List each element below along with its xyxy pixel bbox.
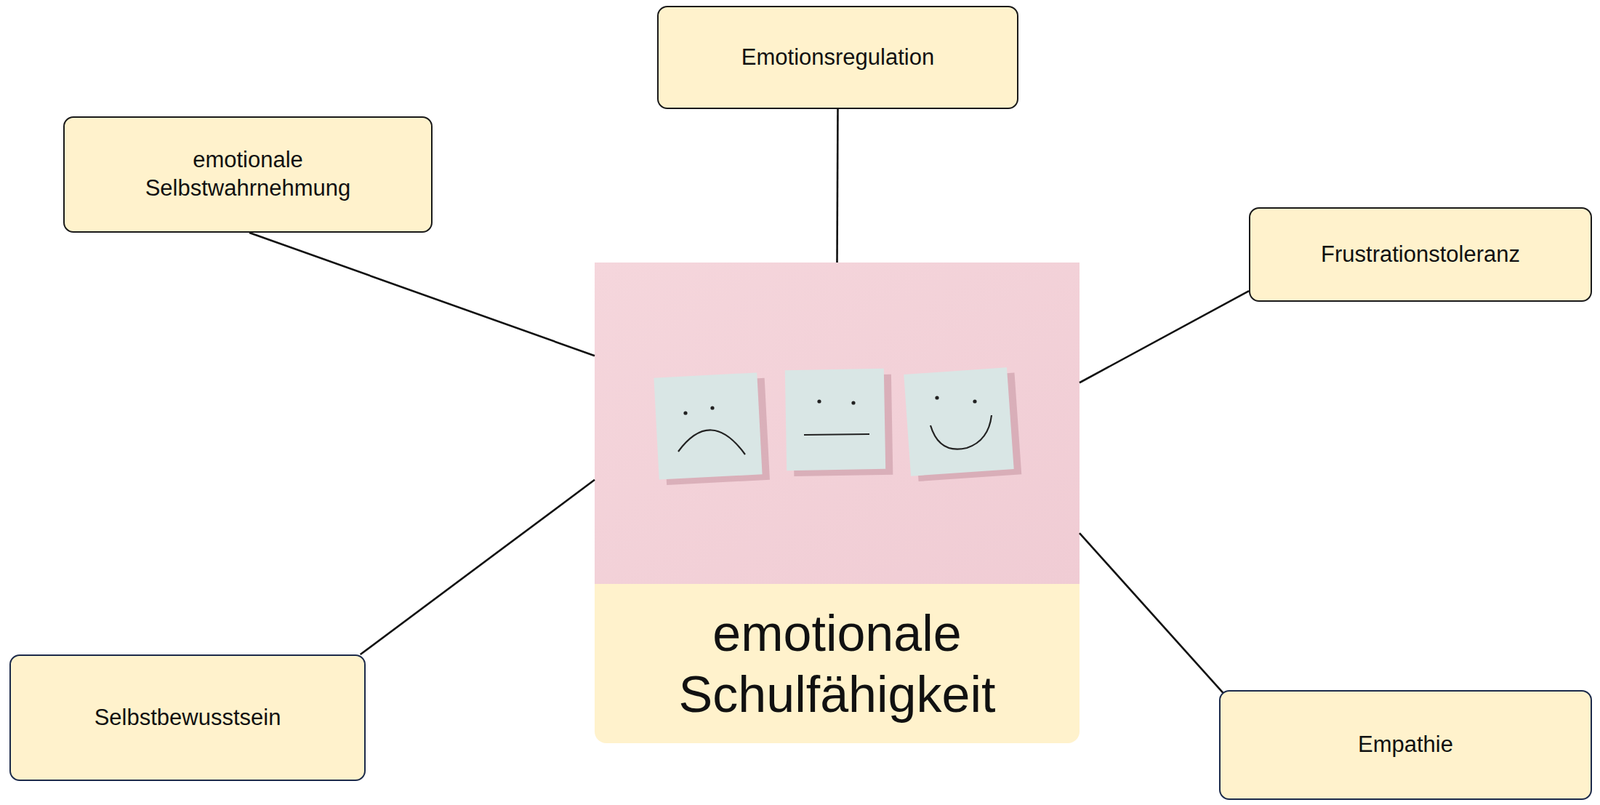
topic-box: Emotionsregulation [657,5,1019,110]
topic-box: Empathie [1219,689,1593,800]
eye [934,395,939,400]
neutral-note [785,368,894,477]
eye [851,400,855,405]
frown-mouth [678,429,746,455]
eye [817,399,821,403]
eye [972,399,977,403]
eye [710,405,714,410]
neutral-mouth [803,433,870,435]
photo-background [594,262,1080,585]
happy-note [903,367,1022,482]
sticky-note [903,367,1014,477]
connector-line [1079,532,1227,697]
connector-line [360,479,595,655]
topic-label: Selbstbewusstsein [94,703,282,733]
topic-box: Frustrationstoleranz [1248,207,1593,302]
topic-label: Frustrationstoleranz [1320,240,1521,269]
sad-note [653,372,770,486]
topic-label: Emotionsregulation [741,43,935,72]
connector-line [837,109,839,263]
central-topic: emotionale Schulfähigkeit [594,262,1080,743]
sticky-note [785,368,886,471]
topic-box: Selbstbewusstsein [9,654,366,781]
connector-line [249,232,595,356]
topic-label: emotionale Selbstwahrnehmung [127,146,368,203]
topic-label: Empathie [1357,730,1454,759]
connector-line [1079,290,1249,383]
central-label: emotionale Schulfähigkeit [594,583,1080,743]
eye [683,410,687,415]
sticky-note [653,372,762,480]
smile-mouth [930,415,992,450]
topic-box: emotionale Selbstwahrnehmung [63,116,433,233]
